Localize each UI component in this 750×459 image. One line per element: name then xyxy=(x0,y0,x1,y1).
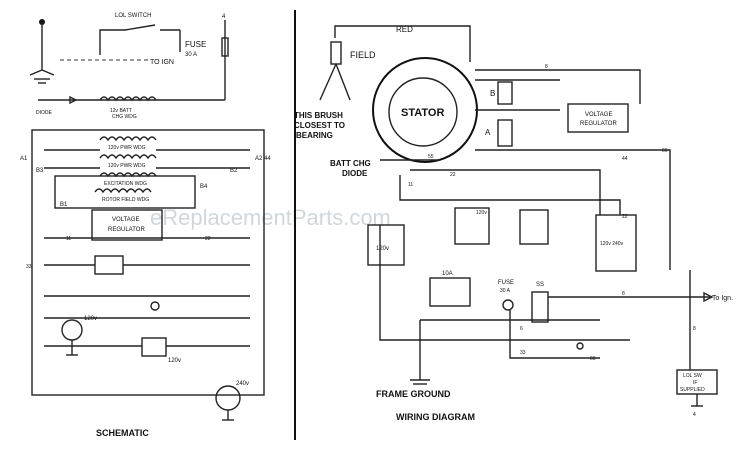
schematic-wire-22: 22 xyxy=(205,236,211,242)
batt-chg-wdg-line2: CHG WDG xyxy=(112,114,137,120)
rotor-field-wdg-label: ROTOR FIELD WDG xyxy=(102,197,149,203)
watermark: eReplacementParts.com xyxy=(150,205,391,230)
excitation-wdg-label: EXCITATION WDG xyxy=(104,181,147,187)
pwr-winding-2 xyxy=(99,154,157,160)
terminal-b-label: B xyxy=(490,89,495,98)
lol-line3: SUPPLIED xyxy=(680,387,705,393)
schematic-wire-44: 44 xyxy=(264,156,271,162)
wiring-diagram: RED FIELD THIS BRUSH CLOSEST TO BEARING … xyxy=(294,25,733,422)
schematic-wire-4-top: 4 xyxy=(222,14,226,20)
lol-line2: IF xyxy=(693,380,697,386)
schematic-wire-11: 11 xyxy=(66,236,71,242)
stator-label: STATOR xyxy=(401,107,444,119)
ground-symbol-left xyxy=(29,69,55,76)
wiring-voltage-regulator xyxy=(567,103,629,133)
label-a1: A1 xyxy=(20,156,28,162)
label-b4: B4 xyxy=(200,184,208,190)
schematic-caption: SCHEMATIC xyxy=(96,428,149,438)
wiring-wire-55: 55 xyxy=(428,154,434,160)
wiring-wire-8: 8 xyxy=(622,291,625,297)
rotor-field-winding xyxy=(94,188,152,194)
schematic-120v-receptacle-b xyxy=(141,337,167,357)
wiring-wire-6: 6 xyxy=(520,326,523,332)
wiring-caption: WIRING DIAGRAM xyxy=(396,412,475,422)
wiring-fuse xyxy=(502,299,514,311)
schematic-main-loop xyxy=(31,129,265,396)
batt-chg-line2: DIODE xyxy=(342,169,368,178)
pwr-wdg-1-label: 120v PWR WDG xyxy=(108,145,146,151)
wiring-120v-240v: 120v 240v xyxy=(600,241,624,247)
excitation-winding xyxy=(99,172,157,178)
schematic-wire-33: 33 xyxy=(26,264,32,270)
schematic-vr-line2: REGULATOR xyxy=(108,227,145,233)
wiring-10a-breaker xyxy=(429,277,471,307)
batt-chg-winding xyxy=(99,96,157,102)
wiring-10a: 10A xyxy=(442,271,453,277)
schematic-120v-receptacle-a xyxy=(61,319,83,341)
schematic-240v: 240v xyxy=(236,381,249,387)
wiring-to-ign: To Ign. xyxy=(712,295,733,302)
wiring-wire-66-top: 66 xyxy=(662,148,668,154)
stator-inner xyxy=(388,77,458,147)
wiring-120v-240v-outlet xyxy=(595,214,637,272)
wiring-ss: SS xyxy=(536,282,544,288)
schematic-120v-b: 120v xyxy=(168,358,181,364)
frame-ground-label: FRAME GROUND xyxy=(376,389,451,399)
wiring-wire-4: 4 xyxy=(693,412,696,418)
schematic-vr-line1: VOLTAGE xyxy=(112,217,139,223)
wiring-wire-11-top: 11 xyxy=(408,182,413,188)
wiring-field-label: FIELD xyxy=(350,50,376,60)
lol-switch-label: LOL SWITCH xyxy=(115,13,151,19)
wiring-red-label: RED xyxy=(396,25,413,34)
schematic-120v-a: 120v xyxy=(84,316,97,322)
wiring-ss-switch xyxy=(531,291,549,323)
batt-chg-line1: BATT CHG xyxy=(330,159,371,168)
schematic: LOL SWITCH TO IGN FUSE 30 A 4 DIODE 12v … xyxy=(20,13,271,438)
schematic-to-ign-label: TO IGN xyxy=(150,59,174,66)
lol-switch xyxy=(99,24,156,55)
batt-chg-wdg-line1: 12v BATT xyxy=(110,108,132,114)
wiring-wire-33: 33 xyxy=(520,350,526,356)
wiring-vr-line2: REGULATOR xyxy=(580,121,617,127)
wiring-wire-8-top: 8 xyxy=(545,64,548,70)
schematic-fuse-label: FUSE xyxy=(185,40,206,49)
pwr-winding-1 xyxy=(99,136,157,142)
schematic-diode xyxy=(69,95,78,105)
schematic-receptacle-1 xyxy=(94,255,124,275)
wiring-wire-22-top: 22 xyxy=(450,172,456,178)
terminal-a-label: A xyxy=(485,128,491,137)
red-wire xyxy=(334,25,471,62)
label-a2: A2 xyxy=(255,156,263,162)
wiring-120v-outlet-left xyxy=(367,224,405,266)
wiring-wire-8-lol: 8 xyxy=(693,326,696,332)
wiring-wire-66: 66 xyxy=(590,356,596,362)
pwr-wdg-2-label: 120v PWR WDG xyxy=(108,163,146,169)
brush-line3: BEARING xyxy=(296,131,333,140)
wiring-120v-outlet-mid xyxy=(454,207,490,245)
field-brush xyxy=(330,41,342,65)
wiring-vr-line1: VOLTAGE xyxy=(585,112,612,118)
wiring-120v-mid: 120v xyxy=(476,210,487,216)
terminal-block-b xyxy=(497,81,513,105)
wiring-120v-left: 120v xyxy=(376,246,389,252)
brush-line1: THIS BRUSH xyxy=(294,111,343,120)
schematic-voltage-regulator xyxy=(91,209,163,241)
brush-line2: CLOSEST TO xyxy=(294,121,345,130)
terminal-block-a xyxy=(497,119,513,147)
wiring-wire-22-right: 22 xyxy=(622,214,628,220)
lol-line1: LOL SW xyxy=(683,373,702,379)
wiring-fuse-line1: FUSE xyxy=(498,280,514,286)
label-b1: B1 xyxy=(60,202,68,208)
schematic-240v-receptacle xyxy=(215,385,241,411)
schematic-diode-label: DIODE xyxy=(36,110,53,116)
schematic-breaker xyxy=(150,301,160,311)
label-b2: B2 xyxy=(230,168,238,174)
wiring-fuse-line2: 30 A xyxy=(500,288,511,294)
wiring-wire-44: 44 xyxy=(622,156,628,162)
label-b3: B3 xyxy=(36,168,44,174)
wiring-outlet-right xyxy=(519,209,549,245)
schematic-fuse-rating: 30 A xyxy=(185,52,197,58)
